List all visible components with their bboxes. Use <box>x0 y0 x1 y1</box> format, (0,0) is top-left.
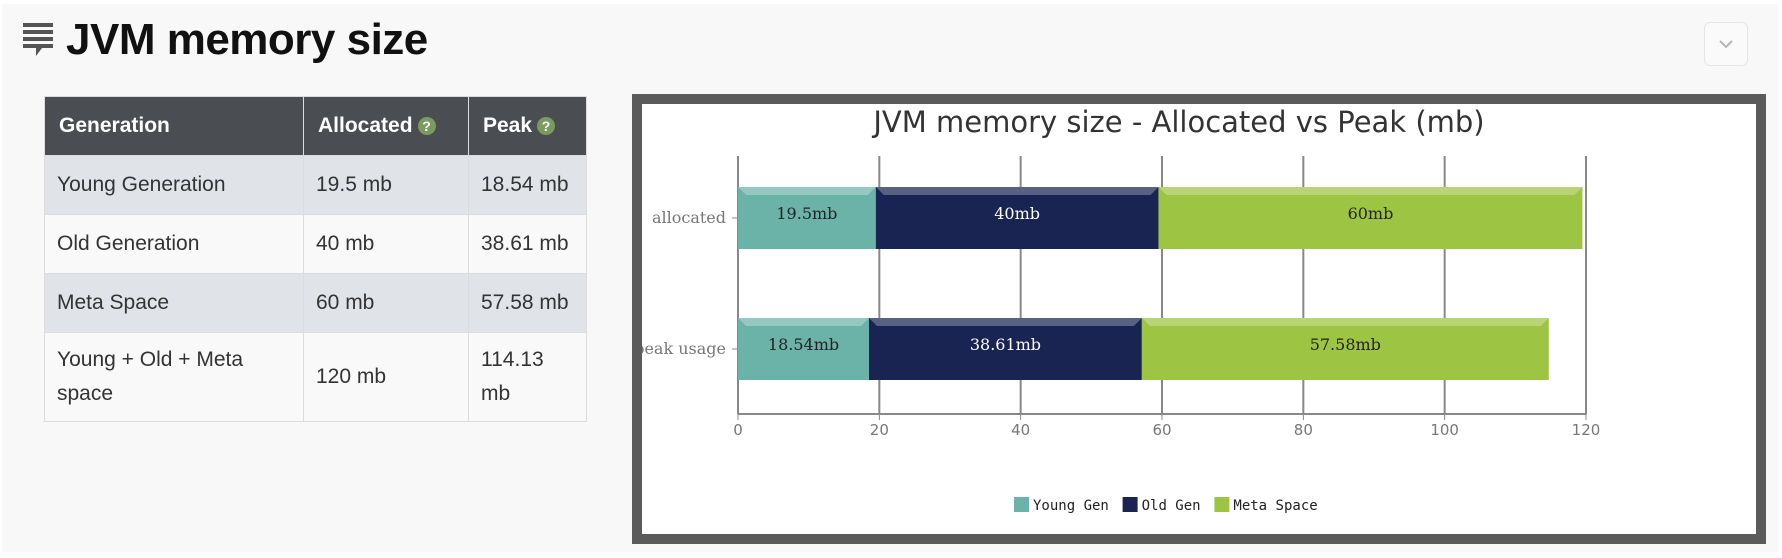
chart-title: JVM memory size - Allocated vs Peak (mb) <box>871 105 1484 139</box>
y-category-label: peak usage <box>642 339 726 358</box>
column-header-generation: Generation <box>44 96 304 156</box>
bar-bevel <box>1141 318 1549 326</box>
bar-segment <box>1141 318 1549 380</box>
bar-segment <box>738 318 870 380</box>
table-row: Old Generation 40 mb 38.61 mb <box>44 214 587 274</box>
x-tick-label: 100 <box>1430 421 1459 439</box>
x-tick-label: 60 <box>1152 421 1171 439</box>
chart-canvas: JVM memory size - Allocated vs Peak (mb)… <box>642 105 1601 514</box>
x-tick-label: 80 <box>1294 421 1313 439</box>
legend-label: Young Gen <box>1033 498 1109 514</box>
data-label: 38.61mb <box>970 335 1041 354</box>
peak-cell: 57.58 mb <box>468 273 587 333</box>
allocated-cell: 60 mb <box>303 273 469 333</box>
x-tick-label: 120 <box>1572 421 1601 439</box>
y-category-label: allocated <box>652 208 726 227</box>
section-header: JVM memory size <box>22 15 428 64</box>
generation-cell: Meta Space <box>44 273 304 333</box>
bar-segment <box>738 187 876 249</box>
table-header-row: Generation Allocated? Peak? <box>44 96 587 156</box>
peak-cell: 18.54 mb <box>468 155 587 215</box>
allocated-cell: 120 mb <box>303 332 469 422</box>
generation-cell: Young Generation <box>44 155 304 215</box>
bar-segment <box>869 318 1142 380</box>
peak-cell: 38.61 mb <box>468 214 587 274</box>
bar-bevel <box>738 187 876 195</box>
memory-chart: JVM memory size - Allocated vs Peak (mb)… <box>632 94 1766 544</box>
table-row: Meta Space 60 mb 57.58 mb <box>44 273 587 333</box>
data-label: 40mb <box>994 204 1040 223</box>
table-row: Young Generation 19.5 mb 18.54 mb <box>44 155 587 215</box>
column-header-peak: Peak? <box>468 96 587 156</box>
allocated-cell: 40 mb <box>303 214 469 274</box>
generation-cell: Old Generation <box>44 214 304 274</box>
memory-table: Generation Allocated? Peak? Young Genera… <box>44 96 587 422</box>
collapse-button[interactable] <box>1704 22 1748 66</box>
legend-label: Meta Space <box>1233 498 1317 514</box>
bar-segment <box>1158 187 1583 249</box>
generation-cell: Young + Old + Meta space <box>44 332 304 422</box>
bar-bevel <box>1158 187 1583 195</box>
bar-segment <box>875 187 1159 249</box>
x-tick-label: 0 <box>733 421 743 439</box>
data-label: 18.54mb <box>768 335 839 354</box>
bar-bevel <box>738 318 870 326</box>
legend-swatch <box>1122 497 1138 512</box>
legend-swatch <box>1014 497 1029 512</box>
allocated-cell: 19.5 mb <box>303 155 469 215</box>
chevron-down-icon <box>1719 40 1733 49</box>
x-tick-label: 40 <box>1011 421 1030 439</box>
data-label: 60mb <box>1348 204 1394 223</box>
x-tick-label: 20 <box>870 421 889 439</box>
data-label: 57.58mb <box>1310 335 1381 354</box>
bar-bevel <box>875 187 1159 195</box>
legend-label: Old Gen <box>1142 498 1201 514</box>
help-icon[interactable]: ? <box>417 117 436 135</box>
column-header-allocated: Allocated? <box>303 96 469 156</box>
help-icon[interactable]: ? <box>537 117 556 135</box>
comment-list-icon <box>23 23 53 56</box>
table-row: Young + Old + Meta space 120 mb 114.13 m… <box>44 332 587 422</box>
legend-swatch <box>1214 497 1230 512</box>
bar-bevel <box>869 318 1142 326</box>
data-label: 19.5mb <box>776 204 837 223</box>
peak-cell: 114.13 mb <box>468 332 587 422</box>
jvm-memory-panel: JVM memory size Generation Allocated? Pe… <box>2 4 1778 552</box>
page-title: JVM memory size <box>66 15 428 64</box>
